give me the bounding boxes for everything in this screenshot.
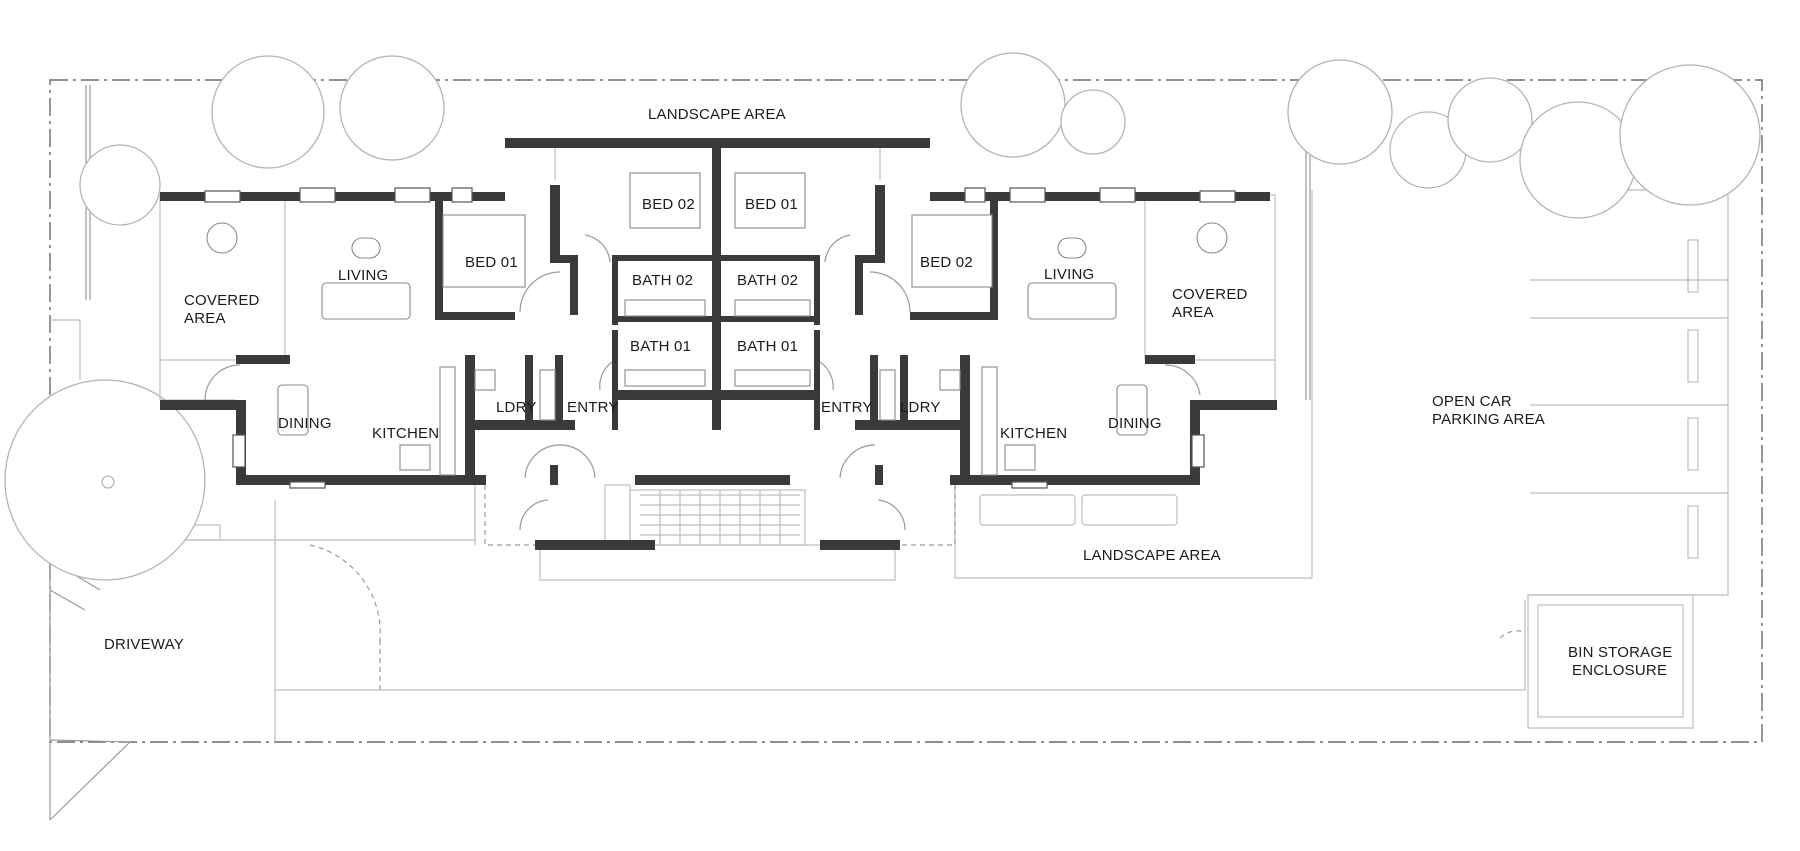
left-label-kitchen: KITCHEN — [372, 425, 439, 442]
room-labels: LANDSCAPE AREA LANDSCAPE AREA DRIVEWAY O… — [104, 106, 1672, 679]
left-label-living: LIVING — [338, 267, 388, 284]
right-label-laundry: LDRY — [900, 399, 941, 416]
right-label-dining: DINING — [1108, 415, 1162, 432]
left-label-dining: DINING — [278, 415, 332, 432]
label-landscape-bottom: LANDSCAPE AREA — [1083, 547, 1221, 564]
label-car-parking-line2: PARKING AREA — [1432, 411, 1545, 428]
left-label-bed01: BED 01 — [465, 254, 518, 271]
right-label-kitchen: KITCHEN — [1000, 425, 1067, 442]
right-label-bed01: BED 01 — [745, 196, 798, 213]
label-landscape-top: LANDSCAPE AREA — [648, 106, 786, 123]
windows — [204, 187, 1236, 489]
label-car-parking-line1: OPEN CAR — [1432, 393, 1512, 410]
label-driveway: DRIVEWAY — [104, 636, 184, 653]
right-label-entry: ENTRY — [821, 399, 873, 416]
furniture — [206, 172, 1228, 476]
trees — [4, 52, 1761, 581]
right-label-covered-line1: COVERED — [1172, 286, 1248, 303]
right-label-bath01: BATH 01 — [737, 338, 798, 355]
left-label-entry: ENTRY — [567, 399, 619, 416]
left-label-bath02: BATH 02 — [632, 272, 693, 289]
right-label-living: LIVING — [1044, 266, 1094, 283]
site-outlines — [49, 80, 1729, 821]
label-bin-line1: BIN STORAGE — [1568, 644, 1672, 661]
right-label-bath02: BATH 02 — [737, 272, 798, 289]
left-label-covered-line2: AREA — [184, 310, 226, 327]
left-label-bath01: BATH 01 — [630, 338, 691, 355]
left-label-laundry: LDRY — [496, 399, 537, 416]
left-label-covered-line1: COVERED — [184, 292, 260, 309]
right-label-covered-line2: AREA — [1172, 304, 1214, 321]
right-label-bed02: BED 02 — [920, 254, 973, 271]
left-label-bed02: BED 02 — [642, 196, 695, 213]
doors — [204, 234, 1201, 531]
label-bin-line2: ENCLOSURE — [1572, 662, 1667, 679]
